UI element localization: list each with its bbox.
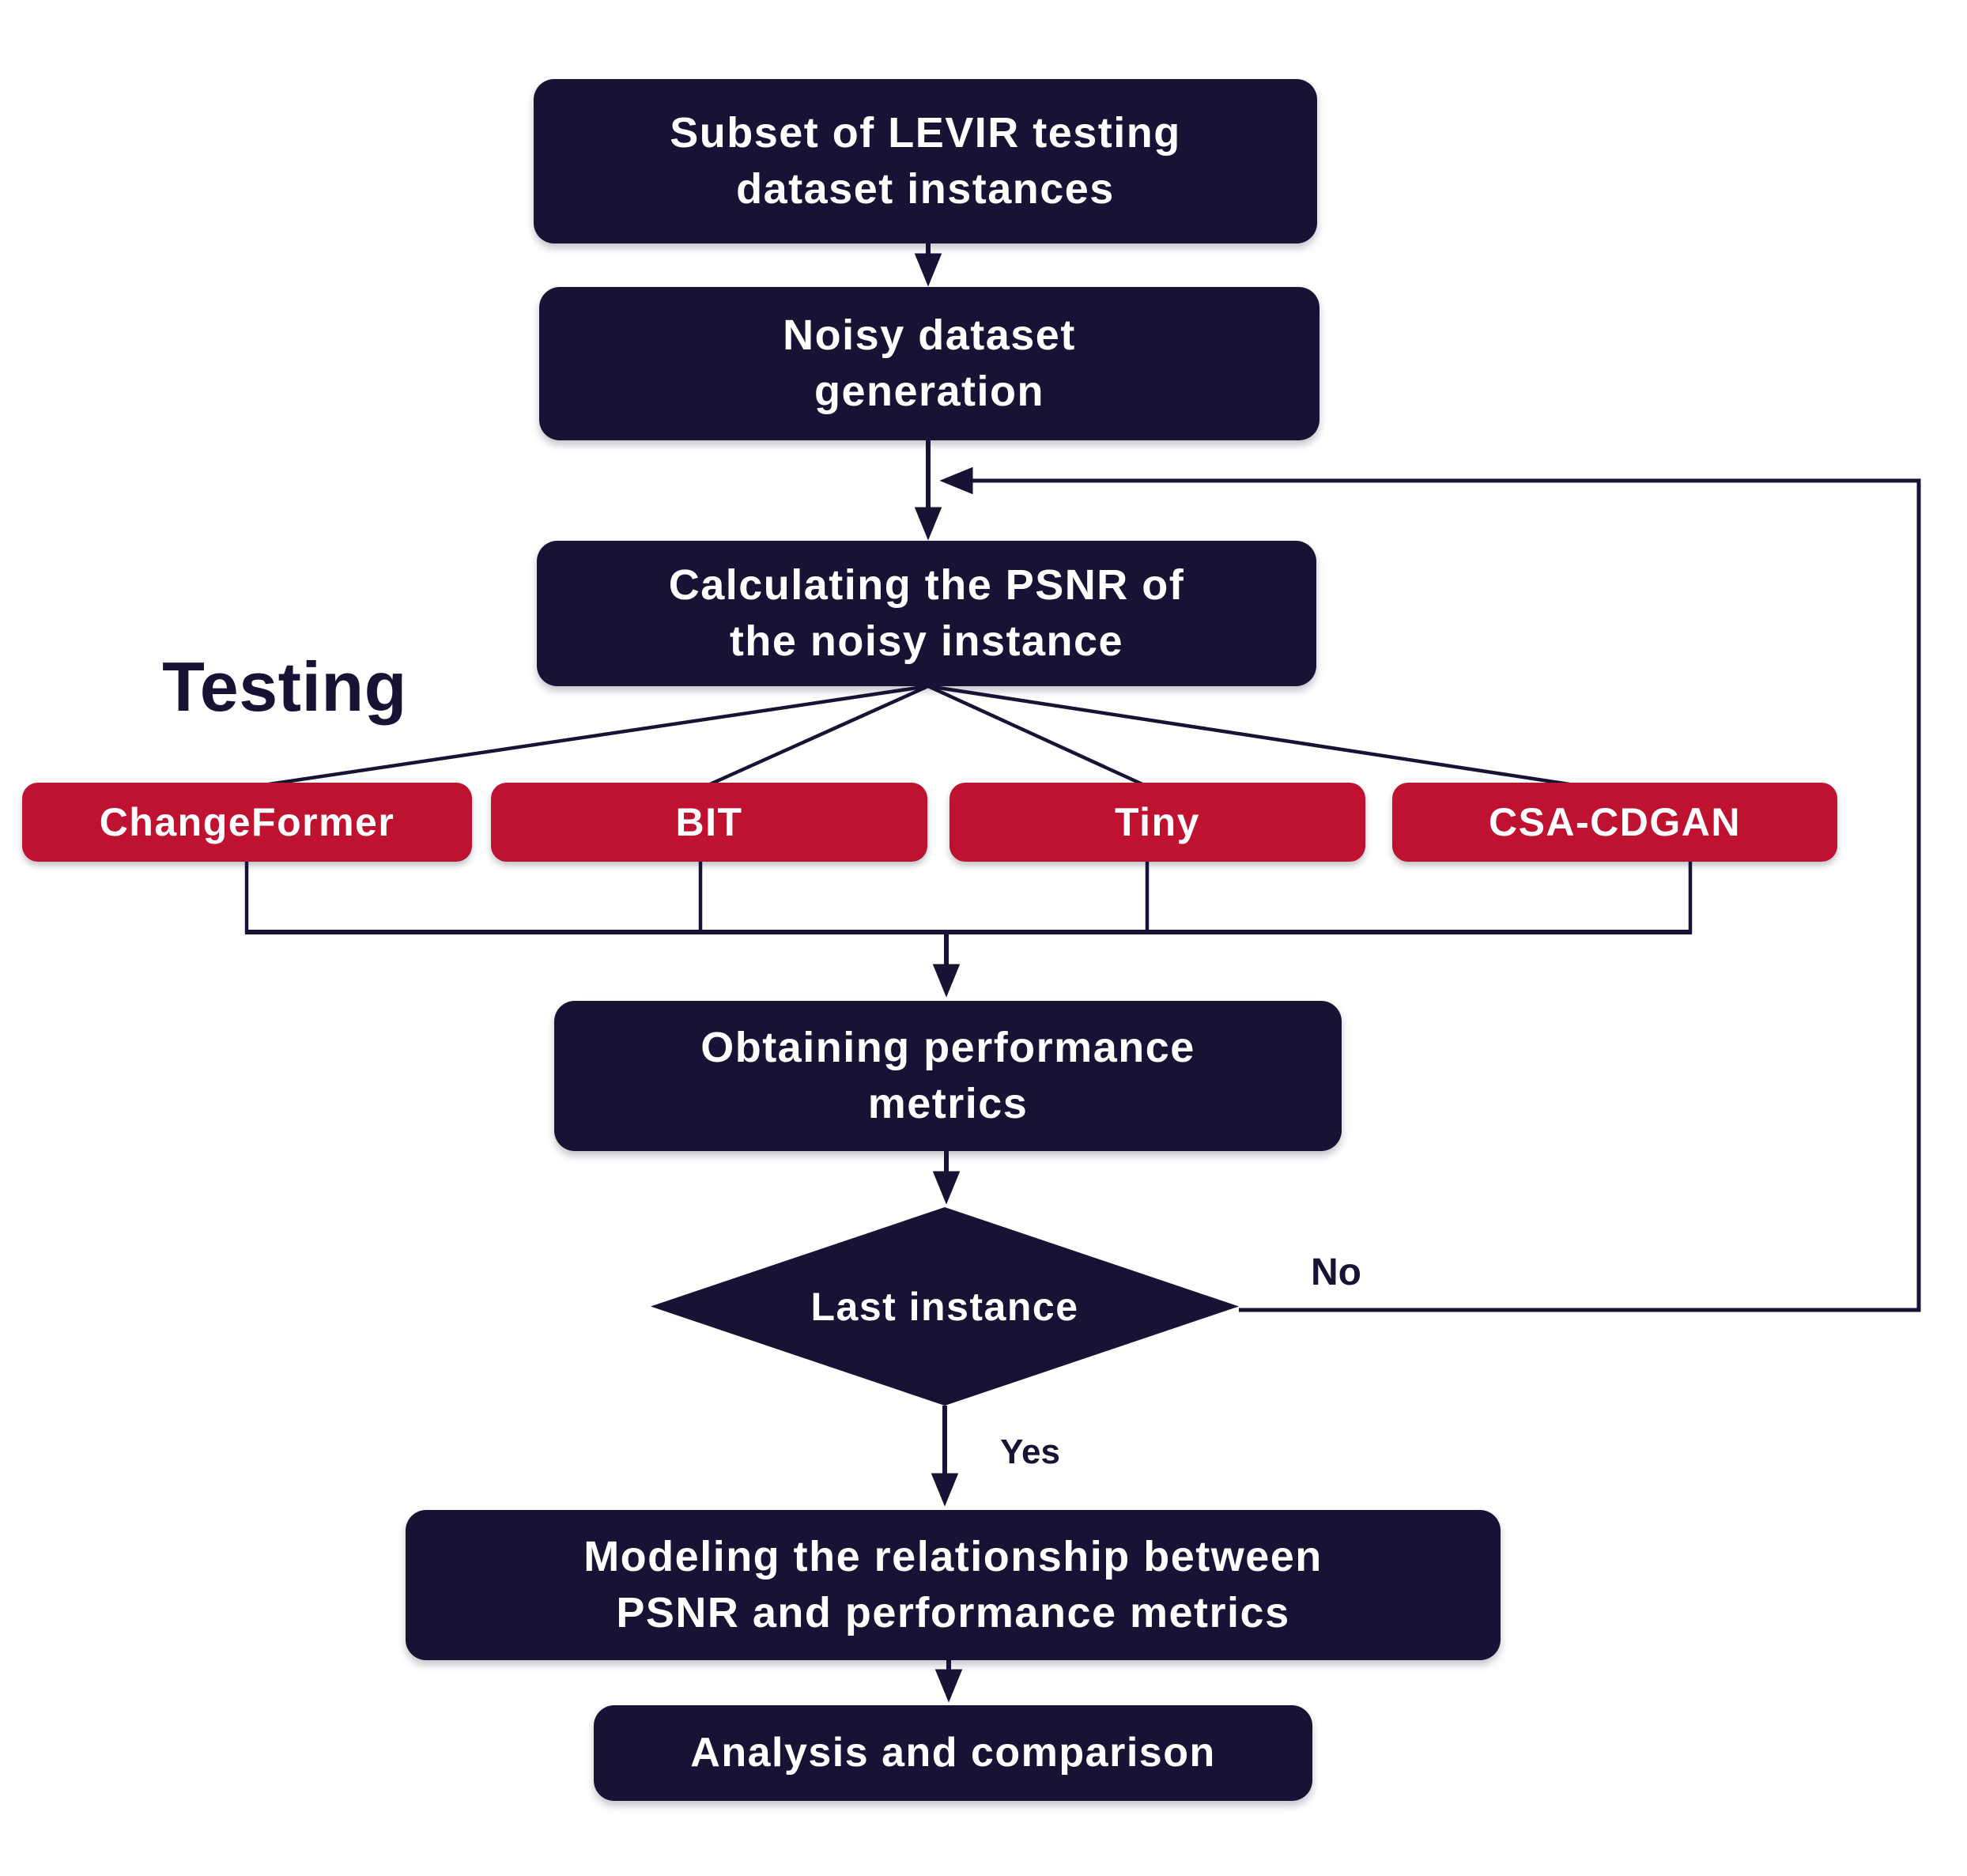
node-analysis-comparison: Analysis and comparison — [594, 1705, 1312, 1801]
model-bit-label: BIT — [675, 800, 743, 844]
node-modeling-relationship-label: Modeling the relationship between PSNR a… — [583, 1532, 1323, 1636]
node-subset-dataset-label: Subset of LEVIR testing dataset instance… — [670, 108, 1181, 213]
fan-line-changeformer — [268, 684, 929, 787]
decision-last-instance-label: Last instance — [810, 1284, 1079, 1329]
node-noisy-generation-label: Noisy dataset generation — [783, 311, 1076, 415]
fan-line-csa-cdgan — [927, 684, 1570, 787]
branch-label-no: No — [1311, 1251, 1361, 1293]
model-changeformer: ChangeFormer — [22, 783, 472, 862]
fan-line-tiny — [927, 684, 1143, 787]
node-noisy-generation: Noisy dataset generation — [539, 287, 1320, 440]
fan-line-bit — [709, 684, 929, 787]
model-tiny: Tiny — [950, 783, 1365, 862]
node-modeling-relationship: Modeling the relationship between PSNR a… — [406, 1510, 1501, 1660]
node-calculate-psnr: Calculating the PSNR of the noisy instan… — [537, 541, 1316, 686]
node-obtaining-metrics: Obtaining performance metrics — [554, 1001, 1342, 1151]
model-csa-cdgan-label: CSA-CDGAN — [1488, 800, 1742, 844]
feedback-loop-no-line — [939, 466, 1921, 1312]
model-tiny-label: Tiny — [1115, 800, 1200, 844]
node-calculate-psnr-label: Calculating the PSNR of the noisy instan… — [668, 561, 1185, 665]
node-obtaining-metrics-label: Obtaining performance metrics — [700, 1023, 1195, 1127]
model-bit: BIT — [491, 783, 927, 862]
node-analysis-comparison-label: Analysis and comparison — [690, 1730, 1216, 1776]
node-subset-dataset: Subset of LEVIR testing dataset instance… — [534, 79, 1317, 243]
model-csa-cdgan: CSA-CDGAN — [1392, 783, 1837, 862]
model-changeformer-label: ChangeFormer — [99, 800, 395, 844]
branch-label-yes: Yes — [1000, 1432, 1060, 1471]
stage-label-testing: Testing — [162, 647, 407, 726]
